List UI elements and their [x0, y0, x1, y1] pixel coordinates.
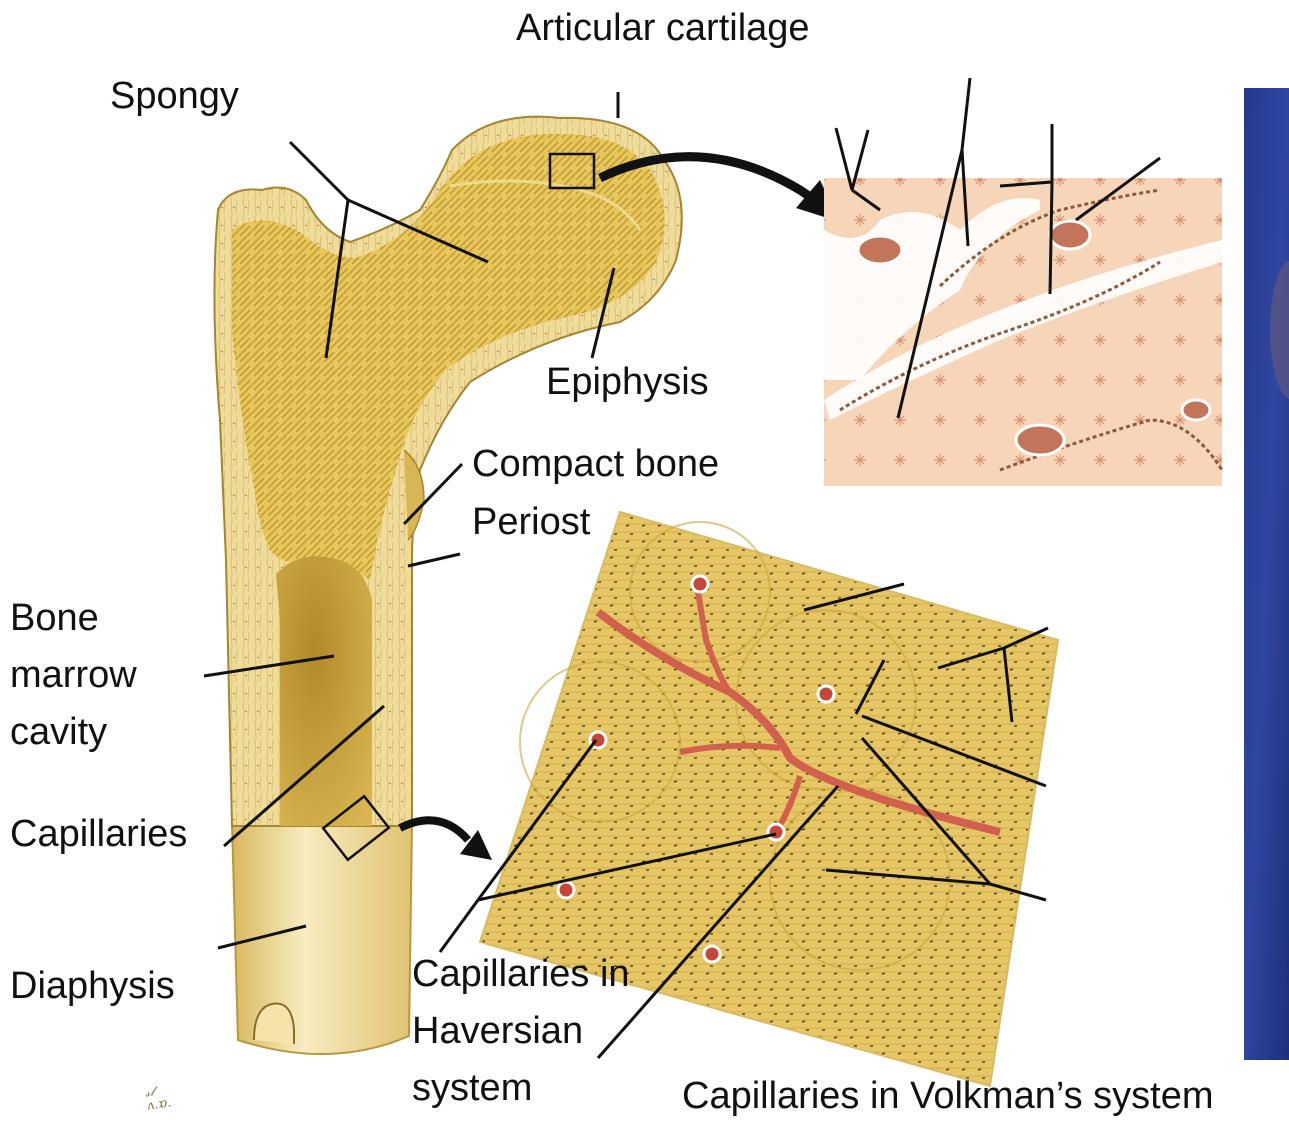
label-bone-marrow-line2: marrow: [10, 647, 137, 704]
label-haversian-line3: system: [412, 1060, 630, 1117]
trabecula-inset: [824, 178, 1222, 486]
label-haversian-line1: Capillaries in: [412, 946, 630, 1003]
label-bone-marrow-line1: Bone: [10, 590, 137, 647]
label-periost: Periost: [472, 500, 590, 546]
label-haversian-line2: Haversian: [412, 1003, 630, 1060]
label-epiphysis: Epiphysis: [546, 360, 709, 406]
blue-photo-strip: [1244, 88, 1289, 1060]
label-haversian-system: Capillaries in Haversian system: [412, 946, 630, 1117]
label-capillaries: Capillaries: [10, 812, 187, 858]
marrow-cavity-shape: [276, 556, 372, 826]
label-bone-marrow-line3: cavity: [10, 704, 137, 761]
label-spongy: Spongy: [110, 74, 239, 120]
osteoclast-cell: [858, 236, 902, 264]
label-compact-bone: Compact bone: [472, 442, 719, 488]
label-articular-cartilage: Articular cartilage: [516, 6, 810, 52]
label-bone-marrow-cavity: Bone marrow cavity: [10, 590, 137, 761]
label-diaphysis: Diaphysis: [10, 964, 175, 1010]
label-volkman-system: Capillaries in Volkman’s system: [682, 1074, 1214, 1120]
